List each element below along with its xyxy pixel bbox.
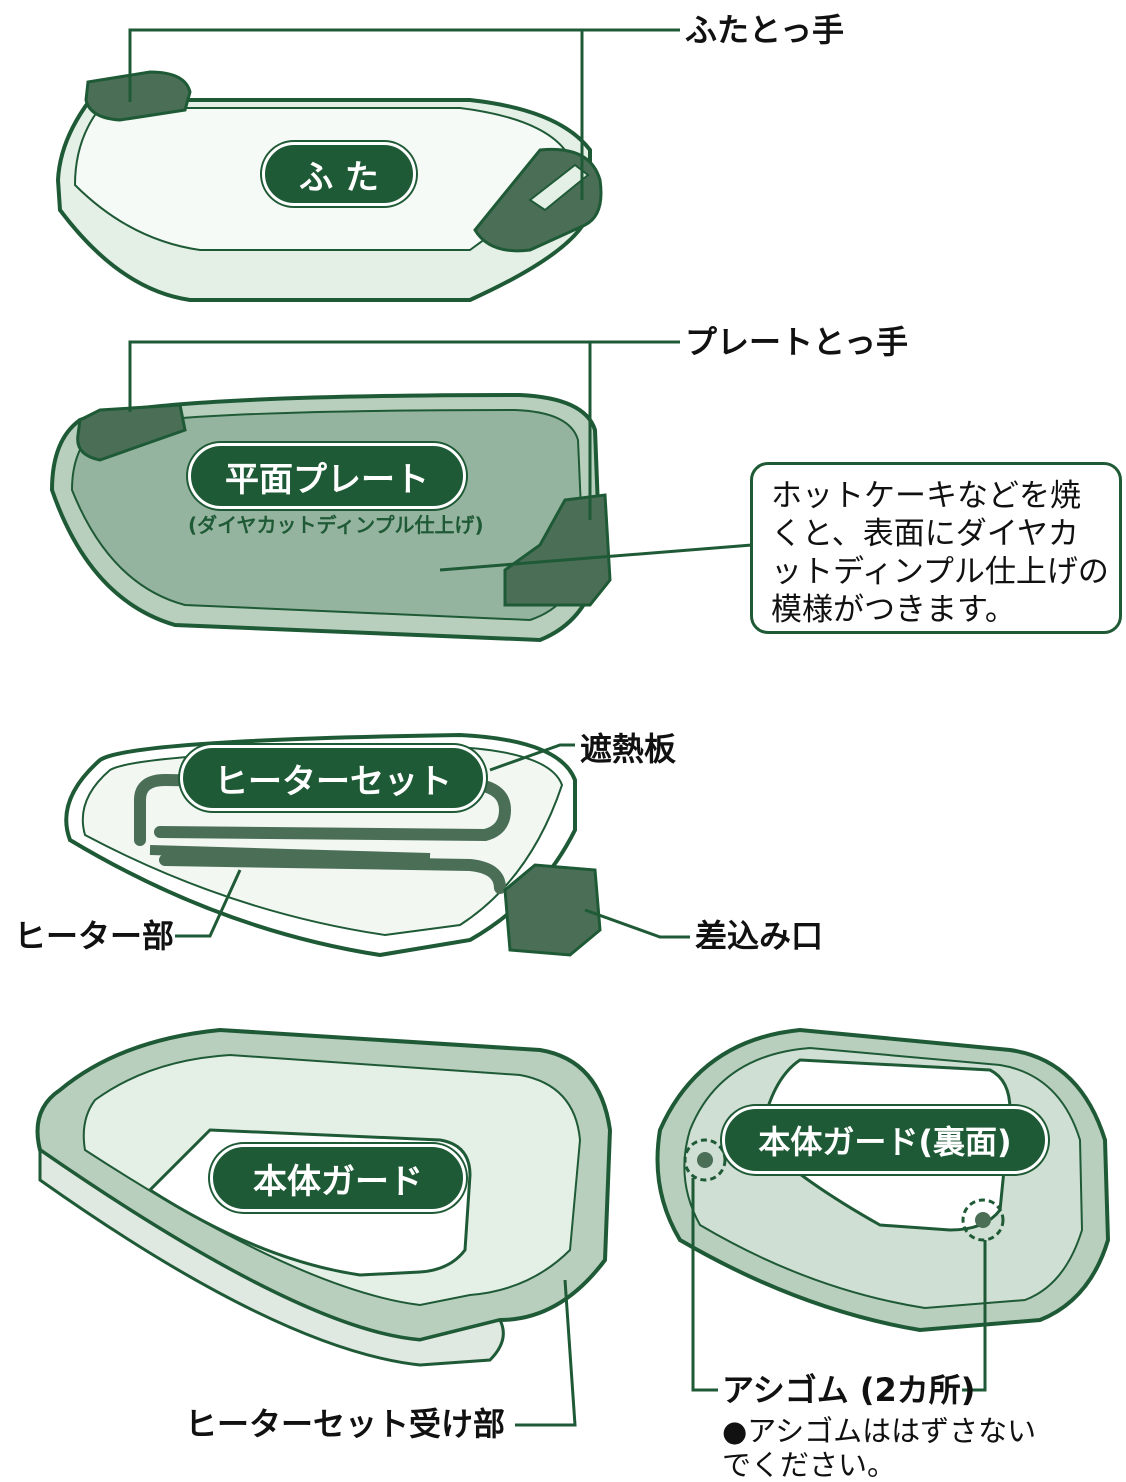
pill-body-guard-back: 本体ガード(裏面) — [722, 1106, 1048, 1174]
label-heater-receiver: ヒーターセット受け部 — [185, 1405, 506, 1443]
callout-pointer — [439, 543, 753, 572]
pill-lid: ふ た — [262, 142, 416, 206]
lid-handle-leader — [128, 28, 680, 200]
rubber-foot-right — [961, 1198, 1005, 1242]
label-plate-handle: プレートとっ手 — [685, 323, 909, 361]
plate-handle-right — [503, 493, 612, 607]
lid-handle-left — [84, 70, 192, 122]
flat-plate-subtitle: (ダイヤカットディンプル仕上げ) — [188, 513, 484, 537]
plate-handle-leader — [128, 340, 680, 520]
finish-callout: ホットケーキなどを焼くと、表面にダイヤカットディンプル仕上げの模様がつきます。 — [750, 462, 1122, 634]
label-rubber-feet: アシゴム (2カ所) — [722, 1371, 976, 1409]
rubber-feet-leader — [691, 1178, 987, 1392]
rubber-feet-note: ●アシゴムははずさないでください。 — [722, 1414, 1037, 1482]
pill-body-guard: 本体ガード — [210, 1144, 466, 1212]
label-heat-shield: 遮熱板 — [580, 730, 677, 768]
guard-front-edge — [38, 1147, 505, 1367]
callout-text: ホットケーキなどを焼くと、表面にダイヤカットディンプル仕上げの模様がつきます。 — [771, 478, 1109, 628]
label-socket: 差込み口 — [695, 917, 824, 955]
socket-block — [503, 863, 602, 957]
pill-heater-set: ヒーターセット — [180, 745, 486, 811]
heater-leaders — [175, 743, 690, 939]
plate-handle-left — [76, 403, 187, 462]
rubber-foot-left — [683, 1138, 727, 1182]
guard-receiver-leader — [515, 1279, 577, 1427]
body-guard-back-illustration — [655, 1027, 1111, 1333]
heater-element — [134, 773, 512, 894]
label-heater-part: ヒーター部 — [14, 917, 175, 955]
pill-flat-plate: 平面プレート — [188, 443, 466, 509]
label-lid-handle: ふたとっ手 — [685, 11, 845, 49]
